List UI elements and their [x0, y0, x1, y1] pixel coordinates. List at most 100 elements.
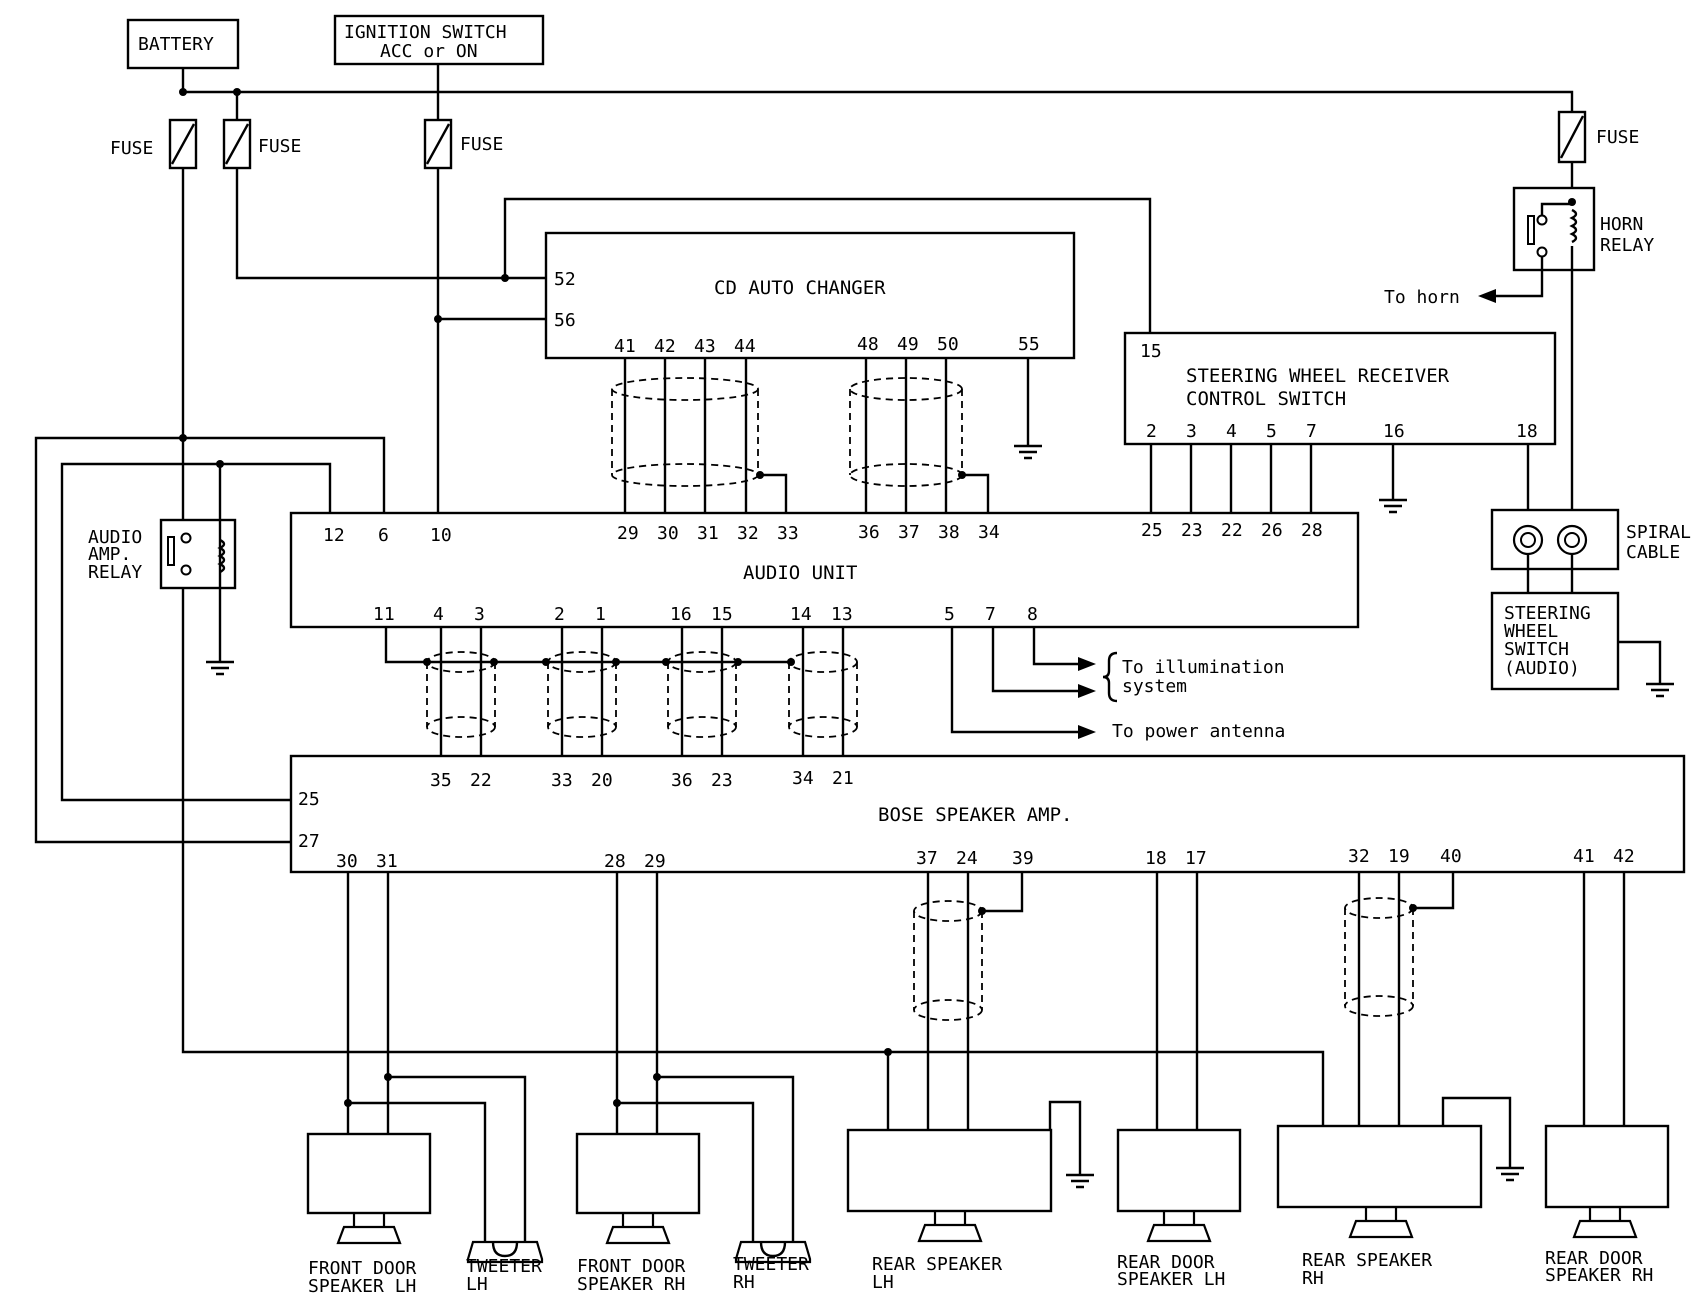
steering-wheel-switch-label-line3: SWITCH [1504, 639, 1569, 660]
pin-label: 35 [430, 770, 452, 791]
pin-label: 8 [1027, 604, 1038, 625]
tweeter-icon [491, 1241, 519, 1258]
shield-icon [611, 389, 759, 475]
pin-label: 18 [1516, 421, 1538, 442]
pin-label: 5 [1266, 421, 1277, 442]
rear-speaker-rh-label-line1: REAR SPEAKER [1302, 1250, 1432, 1271]
pin-label: 34 [792, 768, 814, 789]
pin-label: 39 [1012, 848, 1034, 869]
shield-icon [667, 662, 737, 727]
swrcs-title-line2: CONTROL SWITCH [1186, 388, 1346, 410]
pin-label: 1 [595, 604, 606, 625]
pin-label: 27 [298, 831, 320, 852]
amp-25-wire [60, 462, 332, 802]
pin-label: 37 [916, 848, 938, 869]
pin-label: 17 [1185, 848, 1207, 869]
spiral-cable-label-line1: SPIRAL [1626, 522, 1691, 543]
front-door-speaker-rh-label-line1: FRONT DOOR [577, 1256, 686, 1277]
fuse-1: FUSE [110, 118, 198, 170]
pin-label: 18 [1145, 848, 1167, 869]
shield-drain-wire [1413, 872, 1455, 910]
pin-label: 33 [777, 523, 799, 544]
shield-icon [547, 716, 617, 738]
ground-icon [1066, 1173, 1094, 1189]
shield-icon [426, 662, 496, 727]
fuse-slash [1559, 115, 1585, 159]
steering-wheel-switch-label-line1: STEERING [1504, 603, 1591, 624]
horn-relay-label-line1: HORN [1600, 214, 1643, 235]
horn-relay-label-line2: RELAY [1600, 235, 1654, 256]
front-door-speaker-lh: FRONT DOOR SPEAKER LH [306, 1132, 432, 1297]
rear-speaker-lh: REAR SPEAKER LH [846, 1128, 1053, 1293]
amp-27-wire [34, 436, 386, 844]
pin-label: 30 [336, 851, 358, 872]
rear-door-speaker-lh-label-line1: REAR DOOR [1117, 1252, 1215, 1273]
rear-speaker-lh-label-line1: REAR SPEAKER [872, 1254, 1002, 1275]
speaker-box [575, 1132, 701, 1215]
audio-unit-box [289, 511, 1360, 629]
speaker-box [1116, 1128, 1242, 1213]
pin-label: 41 [614, 336, 636, 357]
shield-icon [1344, 995, 1414, 1017]
steering-wheel-switch-label-line2: WHEEL [1504, 621, 1558, 642]
junction-dot [179, 88, 187, 96]
steering-wheel-receiver-control-switch: STEERING WHEEL RECEIVER CONTROL SWITCH 1… [1123, 331, 1557, 446]
speaker-wires [1582, 872, 1626, 1126]
pin-label: 22 [1221, 520, 1243, 541]
pin-label: 30 [657, 523, 679, 544]
tweeter-lh-label-line2: LH [466, 1274, 488, 1295]
relay-contact [167, 536, 175, 566]
pin-label: 5 [944, 604, 955, 625]
shield-icon [788, 651, 858, 673]
swrcs-signal-wires [1149, 444, 1313, 513]
pin-label: 34 [978, 522, 1000, 543]
speaker-cone-icon [336, 1213, 402, 1245]
shield-drain-wire [962, 473, 990, 513]
shield-icon [913, 999, 983, 1021]
fuse-3: FUSE [423, 118, 503, 170]
pin-label: 16 [670, 604, 692, 625]
swrcs-15-wire [503, 197, 1152, 345]
ground-icon [1646, 682, 1674, 698]
audio-unit: AUDIO UNIT 12 6 10 29 30 31 32 33 36 37 … [289, 511, 1360, 629]
pin-label: 42 [1613, 846, 1635, 867]
pin-label: 3 [474, 604, 485, 625]
rear-speaker-rh-label-line2: RH [1302, 1268, 1324, 1289]
pin-label: 23 [1181, 520, 1203, 541]
relay-terminal [180, 532, 192, 544]
rear-door-speaker-rh-label-line1: REAR DOOR [1545, 1248, 1643, 1269]
to-illumination-label-line2: system [1122, 676, 1187, 697]
shield-icon [1344, 897, 1414, 919]
spiral-cable: SPIRAL CABLE [1490, 508, 1691, 571]
pin-label: 21 [832, 768, 854, 789]
speaker-cone-icon [1146, 1211, 1212, 1243]
shield-icon [788, 716, 858, 738]
pin-label: 36 [858, 522, 880, 543]
ignition-switch-label-line1: IGNITION SWITCH [344, 22, 507, 43]
ground-wire [1441, 1096, 1512, 1168]
shield-icon [611, 463, 759, 487]
tweeter-icon [466, 1240, 544, 1264]
pin-label: 2 [1146, 421, 1157, 442]
relay-terminal [1536, 214, 1548, 226]
shield-icon [426, 716, 496, 738]
pin-label: 11 [373, 604, 395, 625]
arrow-icon [1078, 684, 1096, 698]
rear-speaker-rh: REAR SPEAKER RH [1276, 1124, 1483, 1289]
tweeter-wires [617, 1075, 795, 1242]
pin-label: 25 [1141, 520, 1163, 541]
speaker-box [1276, 1124, 1483, 1209]
battery-feed-wire [181, 168, 1325, 1126]
pin-label: 10 [430, 525, 452, 546]
audio-amp-relay-label-line1: AUDIO [88, 527, 142, 548]
steering-wheel-switch-audio: STEERING WHEEL SWITCH (AUDIO) [1490, 591, 1620, 691]
cd-52-wire [235, 168, 546, 280]
front-door-speaker-rh-label-line2: SPEAKER RH [577, 1274, 685, 1295]
fuse-4: FUSE [1557, 110, 1639, 164]
spiral-cable-box [1490, 508, 1620, 571]
cd-signal-wires [623, 358, 748, 513]
cd-auto-changer-box [544, 231, 1076, 360]
cd-auto-changer: CD AUTO CHANGER 52 56 41 42 43 44 48 49 … [544, 231, 1076, 360]
ground-icon [1379, 498, 1407, 514]
pin-label: 32 [1348, 846, 1370, 867]
